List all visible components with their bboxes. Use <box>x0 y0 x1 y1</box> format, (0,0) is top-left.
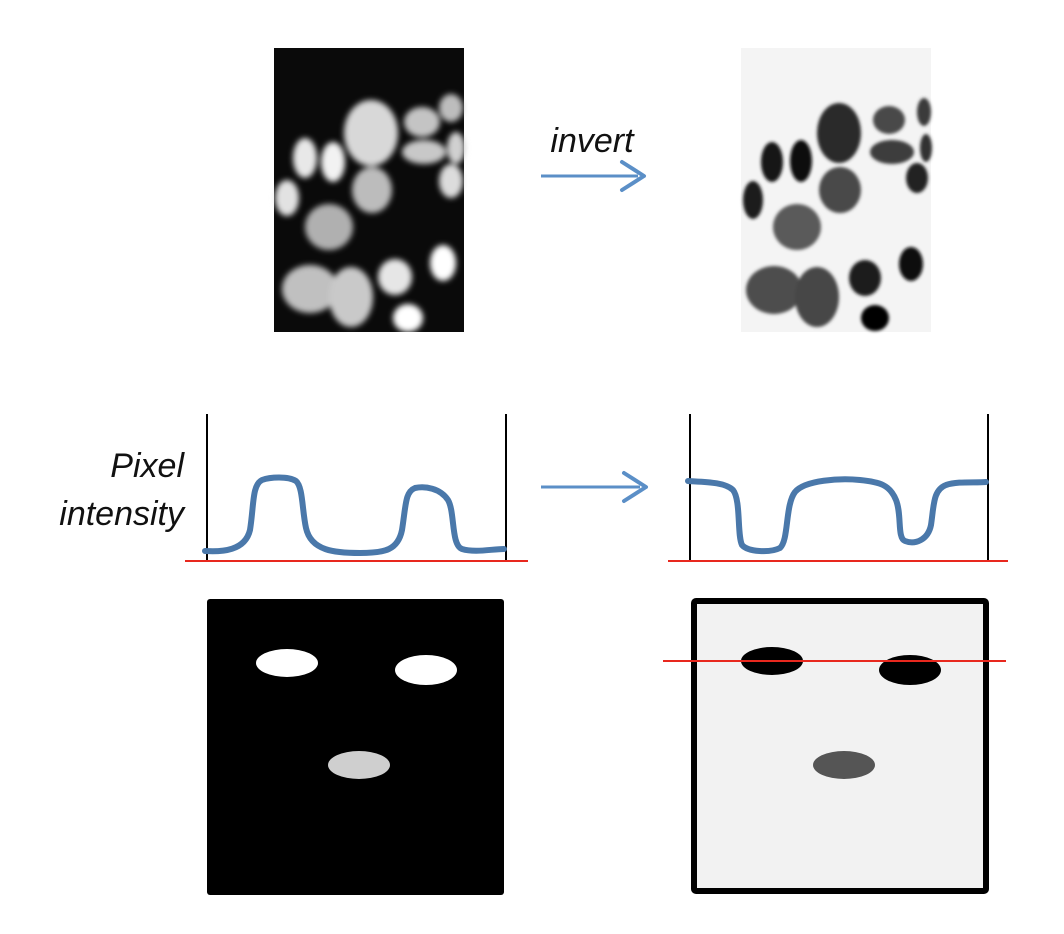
original-micrograph <box>274 48 465 332</box>
inverted-cartoon <box>663 598 1006 894</box>
intensity-curve <box>685 476 989 555</box>
invert-arrow: invert <box>541 122 646 192</box>
bright-nuclei <box>275 94 465 332</box>
cartoon-light-background <box>691 598 989 894</box>
cell-blob <box>256 649 318 677</box>
original-intensity-profile: Pixel intensity <box>59 414 528 562</box>
inverted-intensity-profile <box>668 414 1008 562</box>
right-arrow-icon <box>622 471 648 503</box>
dark-nuclei <box>743 98 932 331</box>
invert-label: invert <box>550 122 635 160</box>
cell-blob <box>328 751 390 779</box>
y-axis-label-line1: Pixel <box>110 447 185 485</box>
intensity-curve <box>202 474 507 556</box>
cell-blob <box>395 655 457 685</box>
inverted-micrograph <box>741 48 932 332</box>
original-cartoon <box>207 599 504 895</box>
right-arrow-icon <box>620 160 646 192</box>
cell-blob <box>879 655 941 685</box>
cell-blob <box>813 751 875 779</box>
y-axis-label-line2: intensity <box>59 495 186 533</box>
profile-arrow <box>541 471 648 503</box>
cartoon-dark-background <box>207 599 504 895</box>
